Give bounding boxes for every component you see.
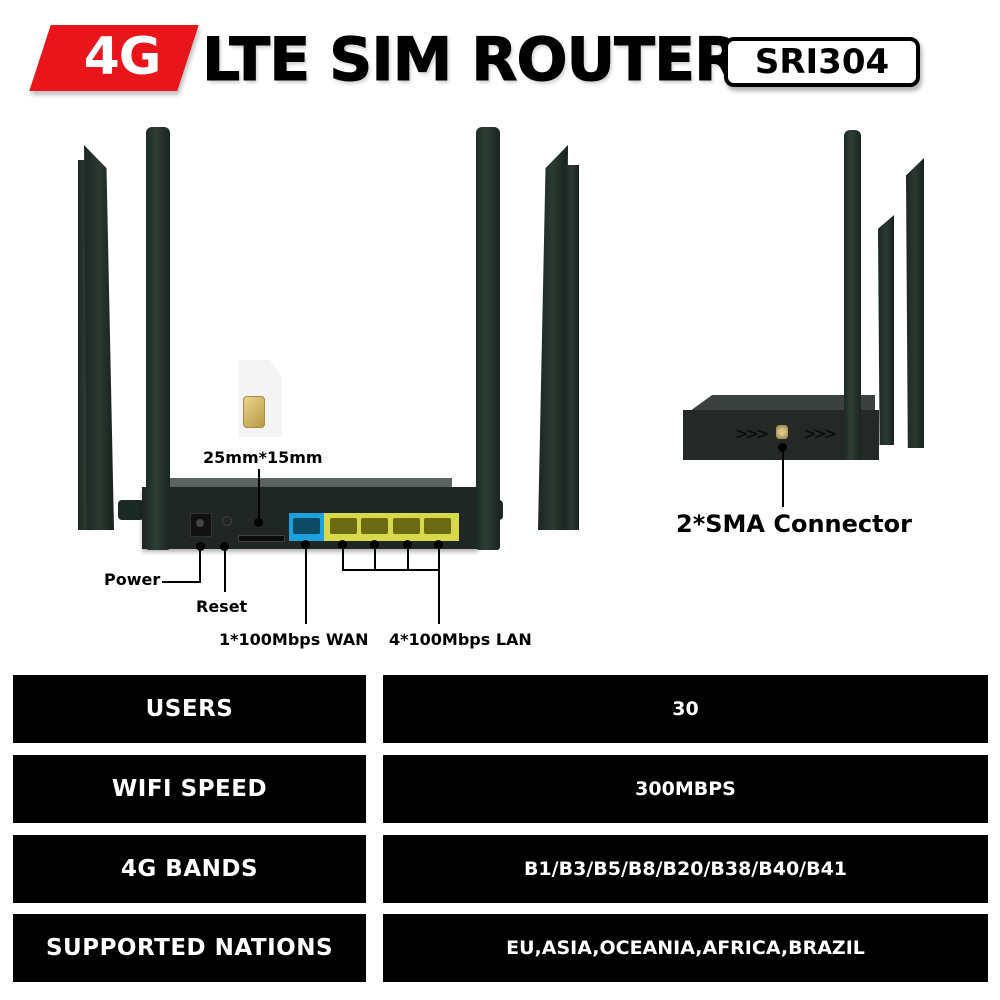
side-router-top — [690, 395, 875, 411]
reset-button — [222, 516, 232, 526]
lan-label: 4*100Mbps LAN — [389, 630, 532, 649]
sma-callout-line — [782, 447, 784, 507]
side-antenna-back-short — [878, 215, 894, 445]
antenna-inner-right-base — [476, 470, 500, 550]
sim-callout-line — [258, 469, 260, 521]
wan-jack — [293, 518, 320, 534]
spec-label-4g-bands: 4G BANDS — [13, 835, 366, 903]
sim-callout-dot — [254, 518, 263, 527]
4g-badge: 4G — [83, 27, 162, 87]
antenna-inner-left-base — [146, 470, 170, 550]
lan-jack-2 — [361, 518, 388, 534]
lan3-callout-line — [407, 544, 409, 570]
antenna-far-right — [538, 145, 568, 530]
spec-label-wifi-speed: WIFI SPEED — [13, 755, 366, 823]
reset-label: Reset — [196, 597, 248, 616]
sma-connector-label: 2*SMA Connector — [676, 510, 912, 538]
power-label: Power — [104, 570, 161, 589]
lan4-callout-line — [438, 544, 440, 624]
wan-callout-line — [305, 544, 307, 624]
reset-callout-line — [224, 546, 226, 592]
vent-right-icon: >>> — [803, 424, 837, 443]
spec-value-supported-nations: EU,ASIA,OCEANIA,AFRICA,BRAZIL — [383, 914, 988, 982]
page-title: LTE SIM ROUTER — [201, 25, 740, 96]
lan-jack-3 — [393, 518, 420, 534]
antenna-hinge-left — [118, 500, 144, 520]
side-antenna-back-tall — [906, 158, 924, 448]
vent-left-icon: >>> — [735, 424, 769, 443]
sim-slot — [238, 535, 285, 542]
model-badge: SRI304 — [724, 37, 920, 87]
wan-label: 1*100Mbps WAN — [219, 630, 369, 649]
side-antenna-front — [844, 130, 861, 460]
sim-size-label: 25mm*15mm — [203, 448, 323, 467]
lan-jack-1 — [330, 518, 357, 534]
sma-connector — [776, 425, 788, 439]
lan-callout-hline — [342, 569, 440, 571]
antenna-far-left — [84, 145, 114, 530]
sim-chip — [243, 396, 265, 428]
power-callout-line — [199, 546, 201, 582]
spec-value-4g-bands: B1/B3/B5/B8/B20/B38/B40/B41 — [383, 835, 988, 903]
lan-jack-4 — [424, 518, 451, 534]
power-port-hole — [196, 519, 204, 527]
spec-value-users: 30 — [383, 675, 988, 743]
lan2-callout-line — [374, 544, 376, 570]
spec-value-wifi-speed: 300MBPS — [383, 755, 988, 823]
lan1-callout-line — [342, 544, 344, 570]
spec-label-supported-nations: SUPPORTED NATIONS — [13, 914, 366, 982]
power-callout-hline — [162, 581, 201, 583]
spec-label-users: USERS — [13, 675, 366, 743]
antenna-far-right-back — [565, 165, 579, 530]
